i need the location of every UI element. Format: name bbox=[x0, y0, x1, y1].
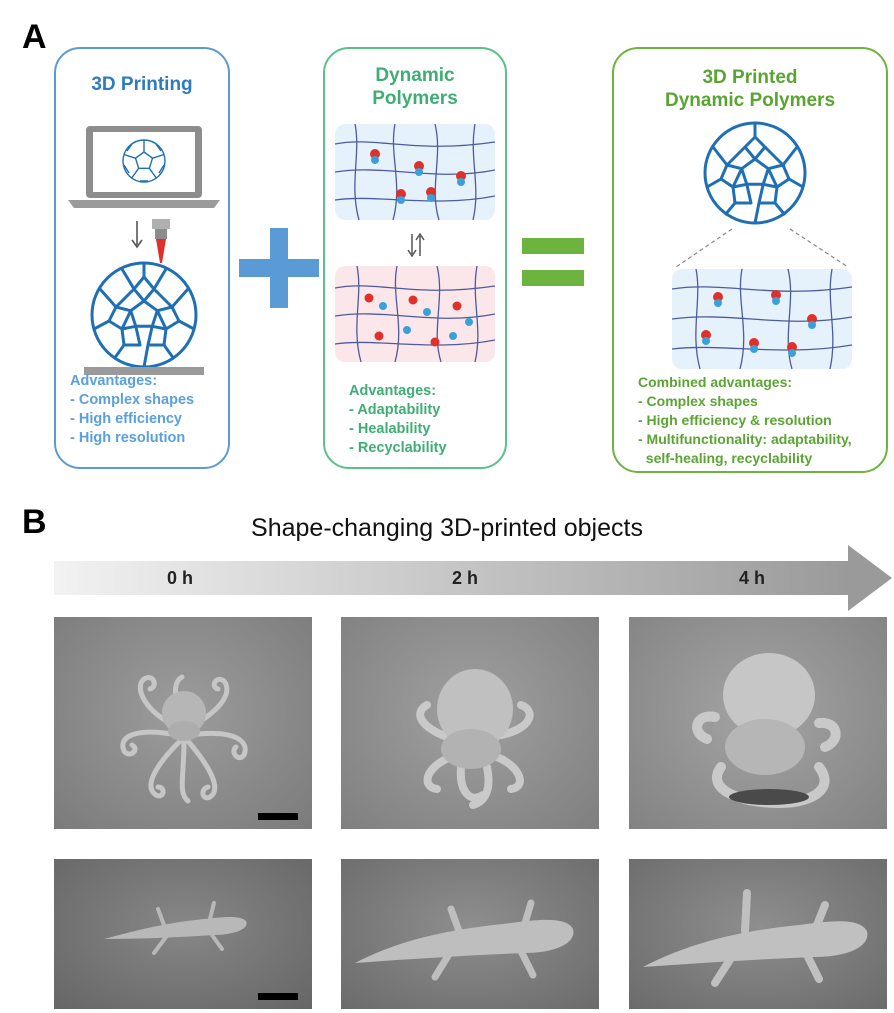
panel-a-letter: A bbox=[22, 18, 47, 56]
panel-b-title: Shape-changing 3D-printed objects bbox=[251, 514, 643, 542]
card-3d-printing-title: 3D Printing bbox=[91, 74, 193, 95]
equals-sign: = bbox=[522, 238, 584, 288]
polymer-network-combined bbox=[672, 269, 852, 369]
card-3d-printed-dynamic-polymers: 3D Printed Dynamic Polymers bbox=[612, 47, 888, 473]
buckyball-icon bbox=[703, 121, 807, 225]
advantage-item: self-healing, recyclability bbox=[638, 450, 813, 466]
advantage-item: - Recyclability bbox=[349, 440, 447, 456]
printed-buckyball-icon bbox=[84, 261, 204, 375]
octopus-image-0h bbox=[54, 617, 312, 829]
plus-sign: + bbox=[239, 228, 319, 308]
advantages-heading: Advantages: bbox=[70, 373, 158, 389]
card-dynamic-polymers-title-line2: Polymers bbox=[372, 88, 458, 109]
timeline-arrow bbox=[54, 545, 894, 611]
advantage-item: - Complex shapes bbox=[638, 393, 758, 409]
card-3d-printed-dynamic-polymers-advantages: Combined advantages: - Complex shapes - … bbox=[638, 373, 852, 468]
down-arrow-icon bbox=[131, 221, 143, 249]
card-3d-printed-dynamic-polymers-title-line1: 3D Printed bbox=[702, 67, 798, 88]
print-nozzle-icon bbox=[152, 219, 170, 263]
polymer-network-bonded bbox=[335, 124, 495, 220]
reversible-arrows-icon bbox=[407, 232, 425, 258]
advantages-heading: Combined advantages: bbox=[638, 374, 793, 390]
time-label-4h: 4 h bbox=[739, 568, 766, 588]
advantage-item: - High efficiency bbox=[70, 411, 182, 427]
zoom-lines bbox=[675, 228, 849, 268]
advantage-item: - Multifunctionality: adaptability, bbox=[638, 431, 852, 447]
card-3d-printing: 3D Printing bbox=[54, 47, 230, 469]
advantage-item: - Healability bbox=[349, 421, 431, 437]
time-label-2h: 2 h bbox=[452, 568, 479, 588]
gecko-image-2h bbox=[341, 859, 599, 1009]
time-label-0h: 0 h bbox=[167, 568, 194, 588]
polymer-network-dissociated bbox=[335, 266, 495, 362]
advantage-item: - Complex shapes bbox=[70, 392, 195, 408]
gecko-image-4h bbox=[629, 859, 887, 1009]
card-3d-printed-dynamic-polymers-title-line2: Dynamic Polymers bbox=[664, 90, 836, 111]
advantage-item: - High resolution bbox=[70, 430, 186, 446]
octopus-image-4h bbox=[629, 617, 887, 829]
card-dynamic-polymers-title-line1: Dynamic bbox=[375, 65, 455, 86]
gecko-image-0h bbox=[54, 859, 312, 1009]
octopus-image-2h bbox=[341, 617, 599, 829]
advantages-heading: Advantages: bbox=[349, 383, 437, 399]
panel-b-letter: B bbox=[22, 503, 47, 541]
advantage-item: - High efficiency & resolution bbox=[638, 412, 832, 428]
advantage-item: - Adaptability bbox=[349, 402, 441, 418]
card-3d-printing-advantages: Advantages: - Complex shapes - High effi… bbox=[70, 372, 194, 448]
card-dynamic-polymers-advantages: Advantages: - Adaptability - Healability… bbox=[349, 382, 447, 458]
laptop-icon bbox=[68, 126, 220, 208]
card-dynamic-polymers: Dynamic Polymers bbox=[323, 47, 507, 469]
